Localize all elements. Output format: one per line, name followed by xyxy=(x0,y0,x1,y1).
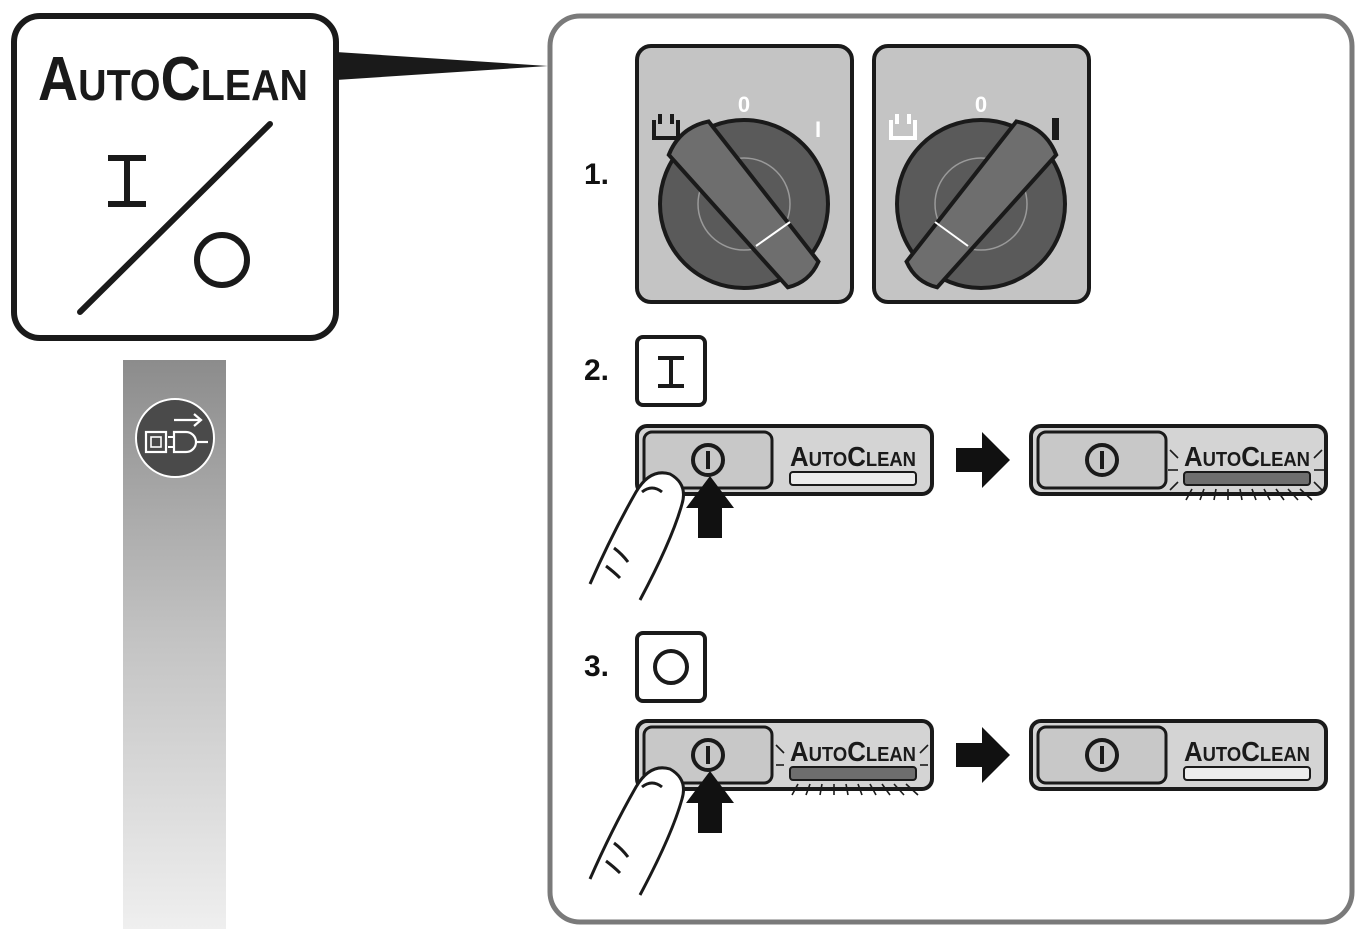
callout-off-symbol xyxy=(194,232,250,288)
indicator-bar-off xyxy=(789,471,917,486)
step-2-finger xyxy=(588,471,685,601)
callout-on-symbol xyxy=(108,155,146,207)
panel-brand-label: AUTOCLEAN xyxy=(1184,736,1310,767)
dial-right-zero-label: 0 xyxy=(975,92,987,117)
dial-left-one-label: I xyxy=(815,117,821,142)
callout-brand: AUTOCLEAN xyxy=(38,45,308,114)
indicator-bar-on xyxy=(1183,471,1311,486)
step-3-off-symbol-box xyxy=(635,631,707,703)
step-3-push-arrow xyxy=(686,771,734,833)
sidebar-strip xyxy=(123,360,226,929)
power-button-icon xyxy=(691,443,725,477)
callout-box xyxy=(11,13,339,341)
panel-brand-label-lit: AUTOCLEAN xyxy=(790,736,916,767)
dial-right-knob xyxy=(904,119,1059,290)
glow-rays xyxy=(1168,449,1324,501)
dial-left-clean-symbol xyxy=(652,114,680,140)
dial-right-clean-symbol xyxy=(889,114,917,140)
callout-slash xyxy=(77,121,273,315)
dial-right: 0 xyxy=(872,44,1091,304)
dial-left-zero-label: 0 xyxy=(738,92,750,117)
disconnect-plug-icon xyxy=(135,398,215,478)
power-button-icon xyxy=(1085,443,1119,477)
panel-brand-label-lit: AUTOCLEAN xyxy=(1184,441,1310,472)
glow-rays xyxy=(775,744,929,796)
step-2-on-symbol-box xyxy=(635,335,707,407)
power-button-icon xyxy=(1085,738,1119,772)
step-3-transition-arrow xyxy=(956,727,1010,783)
step-2-number: 2. xyxy=(584,354,609,387)
dial-left-knob xyxy=(666,119,821,290)
step-2-transition-arrow xyxy=(956,432,1010,488)
step-3-finger xyxy=(588,766,685,896)
step-3-number: 3. xyxy=(584,650,609,683)
step-2-push-arrow xyxy=(686,476,734,538)
panel-brand-label: AUTOCLEAN xyxy=(790,441,916,472)
step-3-control-panel-after: AUTOCLEAN xyxy=(1029,719,1328,791)
dial-right-one-indicator xyxy=(1052,118,1059,140)
step-2-control-panel-after: AUTOCLEAN xyxy=(1029,424,1328,501)
autoclean-callout: AUTOCLEAN xyxy=(11,13,548,341)
power-button-icon xyxy=(691,738,725,772)
indicator-bar-on xyxy=(789,766,917,781)
step-1-number: 1. xyxy=(584,158,609,191)
dial-left: 0 I xyxy=(635,44,854,304)
indicator-bar-off xyxy=(1183,766,1311,781)
callout-pointer xyxy=(336,52,548,80)
